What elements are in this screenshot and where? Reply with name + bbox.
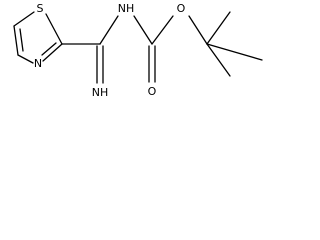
atom-labels: S N NH NH O O — [34, 2, 186, 99]
chemical-structure-canvas: S N NH NH O O — [0, 0, 278, 120]
bond-s-c5 — [13, 11, 35, 27]
bond-quat-c-methyl-bottom — [206, 43, 231, 77]
side-chain — [61, 11, 263, 84]
molecule-drawing: S N NH NH O O — [13, 2, 263, 99]
bond-quat-c-methyl-top — [206, 11, 231, 45]
bond-quat-c-methyl-right — [206, 43, 263, 61]
bond-carbonyl-c-ester-o — [151, 15, 174, 45]
ring-nitrogen-atom-label: N — [34, 57, 42, 70]
bond-c5-c4-double — [19, 28, 24, 52]
ester-oxygen-atom-label: O — [177, 2, 186, 15]
sulfur-atom-label: S — [37, 2, 44, 15]
bond-ester-o-quat-c — [188, 15, 208, 45]
bond-n3-c2 — [42, 43, 63, 62]
bond-c2-s — [45, 13, 63, 45]
bond-amidine-c-nh — [99, 15, 119, 45]
amide-nitrogen-atom-label: NH — [118, 2, 135, 15]
bond-c4-n3 — [17, 54, 34, 64]
carbonyl-oxygen-atom-label: O — [148, 85, 157, 98]
bond-c5-c4 — [13, 25, 19, 56]
imine-atom-label: NH — [92, 86, 109, 99]
bond-n3-c2-double — [41, 42, 57, 56]
thiazole-ring — [13, 11, 63, 64]
bond-nh-carbonyl-c — [133, 15, 153, 45]
